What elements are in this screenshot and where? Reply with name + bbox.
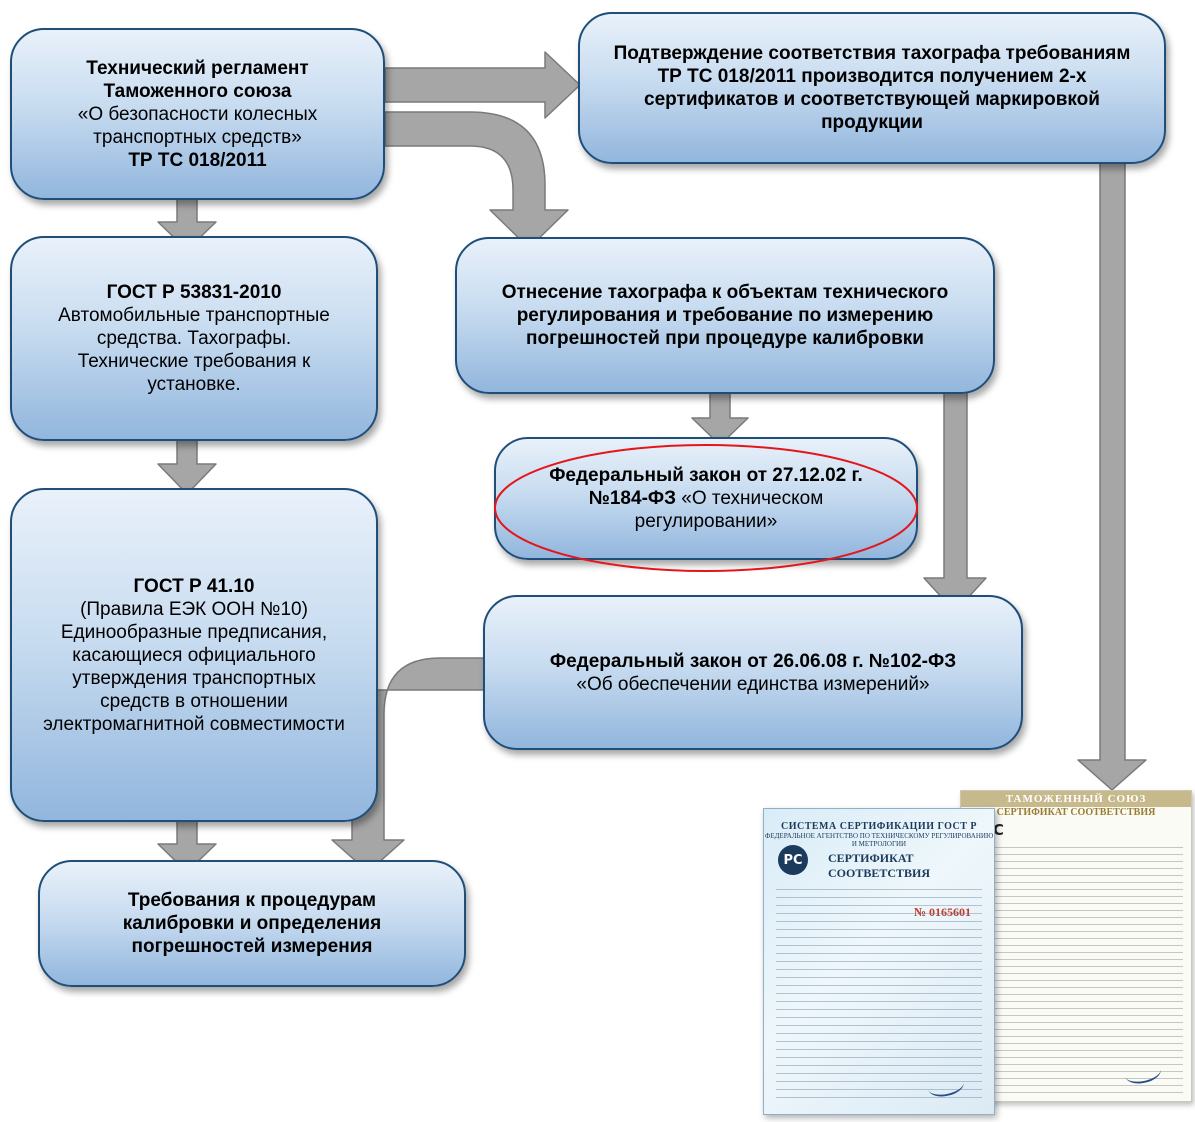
- customs-union-cert-title: СЕРТИФИКАТ СООТВЕТСТВИЯ: [996, 807, 1156, 818]
- arrow-to-confirmation: [384, 51, 581, 119]
- law-184-content: Федеральный закон от 27.12.02 г. №184-ФЗ…: [526, 464, 886, 533]
- arrow-to-gost-41-10: [157, 437, 217, 495]
- gost-r-cert-number: № 0165601: [914, 905, 972, 919]
- gost-53831-box: ГОСТ Р 53831-2010 Автомобильные транспор…: [10, 236, 378, 441]
- gost-r-subheader: ФЕДЕРАЛЬНОЕ АГЕНТСТВО ПО ТЕХНИЧЕСКОМУ РЕ…: [764, 832, 994, 848]
- gost-r-logo-icon: РС: [778, 845, 808, 875]
- gost-41-10-text: (Правила ЕЭК ООН №10) Единообразные пред…: [43, 598, 345, 735]
- gost-41-10-box: ГОСТ Р 41.10 (Правила ЕЭК ООН №10) Едино…: [10, 488, 378, 822]
- classification-text: Отнесение тахографа к объектам техническ…: [501, 282, 949, 349]
- tr-ts-line2: Таможенного союза: [103, 80, 292, 102]
- arrow-to-certificates: [1077, 161, 1147, 791]
- law-184-box: Федеральный закон от 27.12.02 г. №184-ФЗ…: [494, 437, 918, 560]
- requirements-box: Требования к процедурам калибровки и опр…: [38, 860, 466, 987]
- gost-r-cert-title: СЕРТИФИКАТ СООТВЕТСТВИЯ: [828, 851, 931, 880]
- tr-ts-line5: ТР ТС 018/2011: [128, 149, 267, 171]
- gost-r-header: СИСТЕМА СЕРТИФИКАЦИИ ГОСТ Р: [781, 821, 977, 832]
- gost-r-certificate: СИСТЕМА СЕРТИФИКАЦИИ ГОСТ Р ФЕДЕРАЛЬНОЕ …: [763, 808, 995, 1115]
- law-102-title: Федеральный закон от 26.06.08 г. №102-ФЗ: [549, 650, 957, 672]
- gost-53831-title: ГОСТ Р 53831-2010: [106, 282, 282, 303]
- tr-ts-line4: транспортных средств»: [93, 126, 302, 148]
- customs-union-band: ТАМОЖЕННЫЙ СОЮЗ: [961, 791, 1191, 807]
- arrow-to-law-102: [923, 389, 987, 613]
- gost-41-10-title: ГОСТ Р 41.10: [133, 575, 255, 597]
- tr-ts-line3: «О безопасности колесных: [77, 103, 318, 125]
- customs-union-cert-body: [969, 847, 1183, 1093]
- law-184-subject: «О техническом регулировании»: [634, 488, 824, 532]
- classification-box: Отнесение тахографа к объектам техническ…: [455, 237, 995, 394]
- tr-ts-line1: Технический регламент: [86, 57, 309, 79]
- confirmation-box: Подтверждение соответствия тахографа тре…: [578, 12, 1166, 164]
- arrow-to-requirements: [157, 819, 217, 873]
- gost-53831-text: Автомобильные транспортные средства. Тах…: [58, 305, 330, 395]
- gost-r-cert-body: [776, 889, 982, 1104]
- confirmation-text: Подтверждение соответствия тахографа тре…: [613, 43, 1131, 133]
- arrow-to-classification: [384, 111, 569, 249]
- requirements-text: Требования к процедурам калибровки и опр…: [122, 890, 382, 957]
- tr-ts-018-box: Технический регламент Таможенного союза …: [10, 28, 385, 200]
- law-184-title: Федеральный закон от 27.12.02 г. №184-ФЗ: [549, 465, 863, 509]
- customs-union-certificate: ТАМОЖЕННЫЙ СОЮЗ СЕРТИФИКАТ СООТВЕТСТВИЯ …: [960, 790, 1192, 1102]
- law-102-subject: «Об обеспечении единства измерений»: [576, 673, 930, 695]
- highlight-ellipse: [494, 444, 918, 572]
- law-102-box: Федеральный закон от 26.06.08 г. №102-ФЗ…: [483, 595, 1023, 750]
- arrow-to-law-184: [691, 389, 749, 446]
